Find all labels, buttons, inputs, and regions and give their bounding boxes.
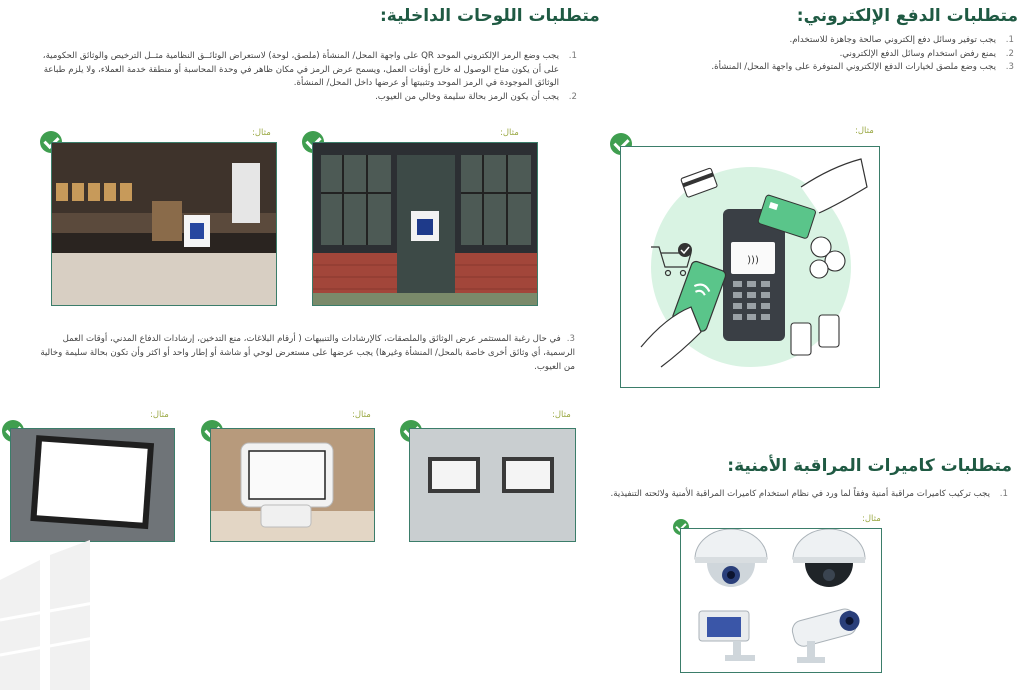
payment-illustration: ))) xyxy=(640,158,868,368)
boards-example-label-4: مثال: xyxy=(352,410,371,420)
storefront-illustration xyxy=(313,143,537,305)
payment-illustration-frame: ))) xyxy=(620,146,880,388)
svg-text:))): ))) xyxy=(747,255,759,266)
cameras-title: متطلبات كاميرات المراقبة الأمنية: xyxy=(727,456,1012,476)
tablet-stand-photo xyxy=(210,428,375,542)
boards-example-label-1: مثال: xyxy=(500,128,519,138)
coins-icon xyxy=(809,236,846,279)
payment-title: متطلبات الدفع الإلكتروني: xyxy=(796,6,1018,26)
counter-illustration xyxy=(52,143,276,305)
security-cameras-illustration xyxy=(694,529,866,663)
payment-item-3: 3.يجب وضع ملصق لخيارات الدفع الإلكتروني … xyxy=(711,62,1014,72)
cameras-example-label: مثال: xyxy=(862,514,881,524)
payment-requirements-list: 1.يجب توفير وسائل دفع إلكتروني صالحة وجا… xyxy=(642,34,1014,75)
wall-frames-illustration xyxy=(410,429,575,541)
payment-item-1: 1.يجب توفير وسائل دفع إلكتروني صالحة وجا… xyxy=(789,35,1014,45)
wall-screen-illustration xyxy=(11,429,174,541)
tablet-stand-illustration xyxy=(211,429,374,541)
payment-example-label: مثال: xyxy=(855,126,874,136)
boards-item-1: 1.يجب وضع الرمز الإلكتروني الموحد QR على… xyxy=(42,51,577,88)
credit-card-icon xyxy=(680,167,718,198)
cameras-requirements-list: 1.يجب تركيب كاميرات مراقبة أمنية وفقاً ل… xyxy=(576,488,1008,502)
wall-screen-photo xyxy=(10,428,175,542)
decorative-watermark xyxy=(0,540,110,690)
wall-frames-photo xyxy=(409,428,576,542)
boards-title: متطلبات اللوحات الداخلية: xyxy=(380,6,600,26)
storefront-qr-photo xyxy=(312,142,538,306)
counter-qr-photo xyxy=(51,142,277,306)
boards-example-label-2: مثال: xyxy=(252,128,271,138)
boards-requirements-list: 1.يجب وضع الرمز الإلكتروني الموحد QR على… xyxy=(30,50,577,104)
payment-item-2: 2.يمنع رفض استخدام وسائل الدفع الإلكترون… xyxy=(839,48,1014,59)
cameras-item-1: 1.يجب تركيب كاميرات مراقبة أمنية وفقاً ل… xyxy=(610,489,1008,499)
boards-example-label-5: مثال: xyxy=(150,410,169,420)
boards-item-2: 2.يجب أن يكون الرمز بحالة سليمة وخالي من… xyxy=(375,91,577,102)
boards-example-label-3: مثال: xyxy=(552,410,571,420)
cameras-illustration-frame xyxy=(680,528,882,673)
boards-item-3: 3.في حال رغبة المستثمر عرض الوثائق والمل… xyxy=(40,334,575,372)
